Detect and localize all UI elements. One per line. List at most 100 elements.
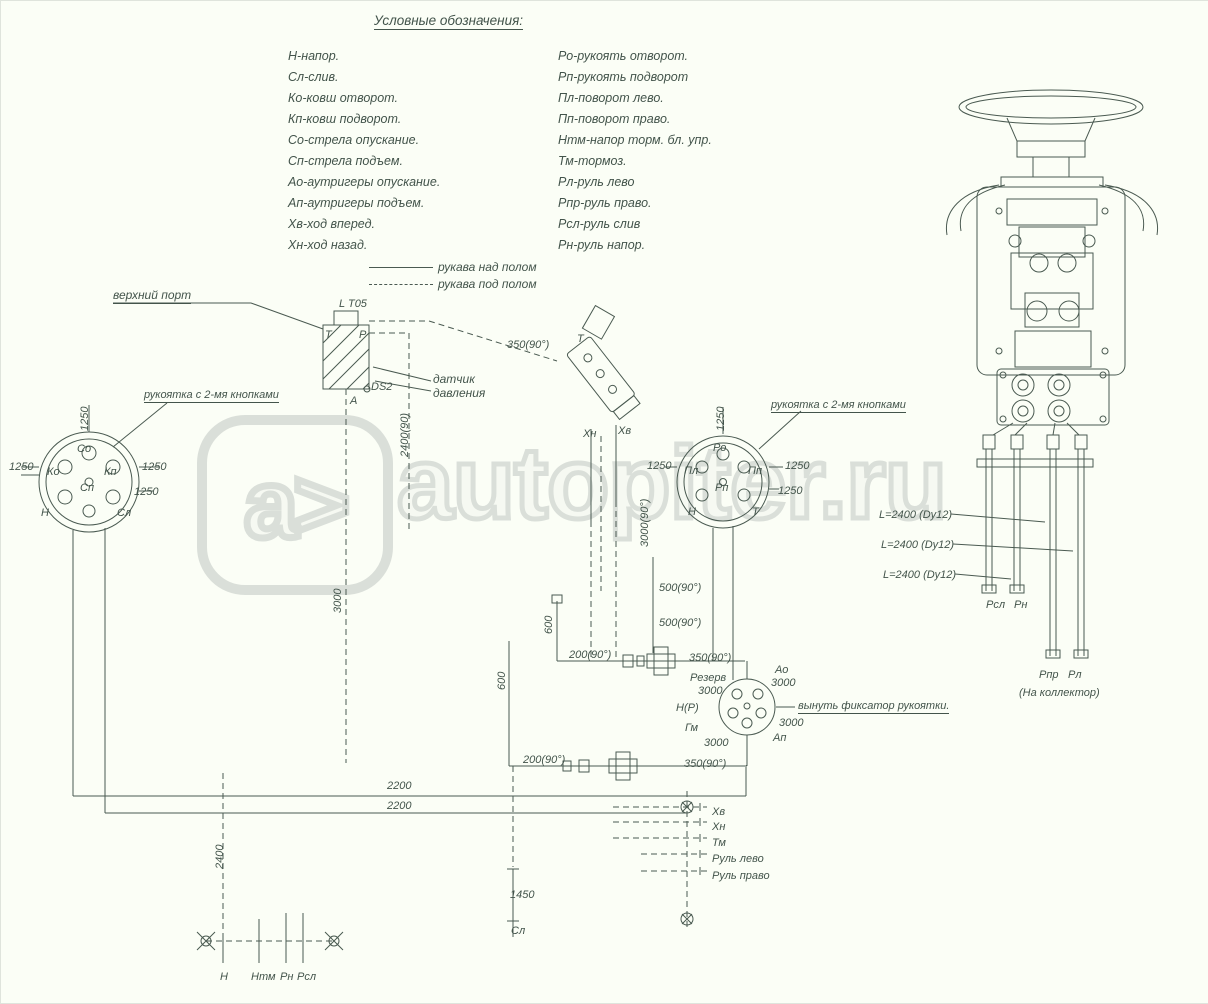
diagram-label: Со xyxy=(77,443,92,455)
diagram-label: Рп xyxy=(715,482,729,494)
diagram-label: Рсл xyxy=(297,971,317,983)
diagram-label: 600 xyxy=(496,671,508,690)
diagram-label: T xyxy=(325,329,332,341)
diagram-label: 2200 xyxy=(387,800,412,812)
diagram-label: 3000 xyxy=(332,588,344,613)
diagram-label: Пл xyxy=(684,465,699,477)
diagram-label: 350(90°) xyxy=(689,652,732,664)
diagram-label: датчик xyxy=(433,372,475,386)
diagram-label: Ап xyxy=(773,732,787,744)
watermark-logo: a> xyxy=(241,448,354,562)
mid-vertical-hoses xyxy=(508,557,654,766)
diagram-label: Сп xyxy=(80,482,94,494)
diagram-label: рукоятка с 2-мя кнопками xyxy=(144,389,279,404)
diagram-label: Хн xyxy=(712,821,726,833)
diagram-label: Руль право xyxy=(712,870,770,882)
legend-item: Рн-руль напор. xyxy=(558,238,646,252)
hose-below-floor-sample-line xyxy=(369,284,433,285)
diagram-label: L=2400 (Dy12) xyxy=(879,509,953,521)
diagram-label: 1250 xyxy=(715,406,727,431)
diagram-label: 1250 xyxy=(785,460,810,472)
upper-port-valve-block xyxy=(113,302,558,763)
anchor-symbol xyxy=(324,931,344,951)
diagram-label: 3000 xyxy=(779,717,804,729)
legend-item: Рп-рукоять подворот xyxy=(558,70,689,84)
right-joystick xyxy=(665,407,802,680)
diagram-label: Кп xyxy=(104,466,117,478)
diagram-label: 3000 xyxy=(704,737,729,749)
watermark-logo-frame: a> xyxy=(197,415,393,595)
diagram-label: Пп xyxy=(748,465,763,477)
diagram-label: 3000 xyxy=(698,685,723,697)
diagram-label: Тм xyxy=(712,837,726,849)
diagram-label: 200(90°) xyxy=(523,754,566,766)
legend-item: Н-напор. xyxy=(288,49,340,63)
diagram-label: L=2400 (Dy12) xyxy=(883,569,957,581)
diagram-label: Нтм xyxy=(251,971,276,983)
diagram-label: L=2400 (Dy12) xyxy=(881,539,955,551)
diagram-label: Сл xyxy=(117,507,132,519)
diagram-label: 2200 xyxy=(387,780,412,792)
diagram-label: рукоятка с 2-мя кнопками xyxy=(771,399,906,414)
diagram-label: вынуть фиксатор рукоятки. xyxy=(798,700,950,715)
diagram-label: 2400(90) xyxy=(399,412,411,457)
legend-item: Со-стрела опускание. xyxy=(288,133,420,147)
diagram-label: Хн xyxy=(583,428,597,440)
main-hose-runs xyxy=(73,765,747,814)
anchor-symbol xyxy=(196,931,216,951)
hose-above-floor-sample-line xyxy=(369,267,433,268)
diagram-label: Рл xyxy=(1068,669,1082,681)
legend-item: Хн-ход назад. xyxy=(288,238,368,252)
diagram-label: 500(90°) xyxy=(659,582,702,594)
diagram-label: верхний порт xyxy=(113,288,192,305)
diagram-label: Н(Р) xyxy=(676,702,699,714)
diagram-label: Гм xyxy=(685,722,699,734)
diagram-label: Ро xyxy=(713,442,727,454)
diagram-label: 3000(90°) xyxy=(639,498,651,547)
watermark-text: autopiter.ru xyxy=(394,424,949,543)
legend-item: Сл-слив. xyxy=(288,70,339,84)
diagram-label: A xyxy=(350,395,358,407)
output-taps xyxy=(613,791,707,929)
diagram-label: 600 xyxy=(543,615,555,634)
diagram-label: 350(90°) xyxy=(684,758,727,770)
diagram-label: Рпр xyxy=(1039,669,1059,681)
legend-title: Условные обозначения: xyxy=(374,13,524,30)
diagram-label: Ао xyxy=(775,664,789,676)
diagram-label: Руль лево xyxy=(712,853,764,865)
legend-item: Кп-ковш подворот. xyxy=(288,112,402,126)
legend-item: Хв-ход вперед. xyxy=(288,217,375,231)
legend-item: Рпр-руль право. xyxy=(558,196,652,210)
diagram-label: 500(90°) xyxy=(659,617,702,629)
diagram-label: Т xyxy=(577,333,584,345)
anchor-symbol xyxy=(680,912,694,926)
steering-column-assembly xyxy=(945,89,1159,659)
legend-item: Ко-ковш отворот. xyxy=(288,91,398,105)
legend-item: Ап-аутригеры подъем. xyxy=(288,196,425,210)
hose-above-floor-label: рукава над полом xyxy=(438,260,537,274)
diagram-label: 2400 xyxy=(214,844,226,869)
diagram-label: 350(90°) xyxy=(507,339,550,351)
legend-item: Тм-тормоз. xyxy=(558,154,627,168)
legend-item: Ро-рукоять отворот. xyxy=(558,49,689,63)
pressure-sensor-assembly xyxy=(566,304,641,661)
legend-item: Рл-руль лево xyxy=(558,175,635,189)
diagram-label: Н xyxy=(220,971,228,983)
legend-item: Ао-аутригеры опускание. xyxy=(288,175,441,189)
legend-item: Сп-стрела подъем. xyxy=(288,154,403,168)
diagram-label: давления xyxy=(433,386,486,400)
diagram-label: P xyxy=(359,329,367,341)
diagram-label: 1250 xyxy=(79,406,91,431)
diagram-label: Сл xyxy=(511,925,526,937)
cross-fitting-upper xyxy=(557,646,745,676)
diagram-label: (На коллектор) xyxy=(1019,687,1100,699)
control-block-cluster xyxy=(718,661,795,766)
left-joystick xyxy=(21,402,168,813)
legend-item: Нтм-напор торм. бл. упр. xyxy=(558,133,712,147)
diagram-label: Рн xyxy=(280,971,294,983)
